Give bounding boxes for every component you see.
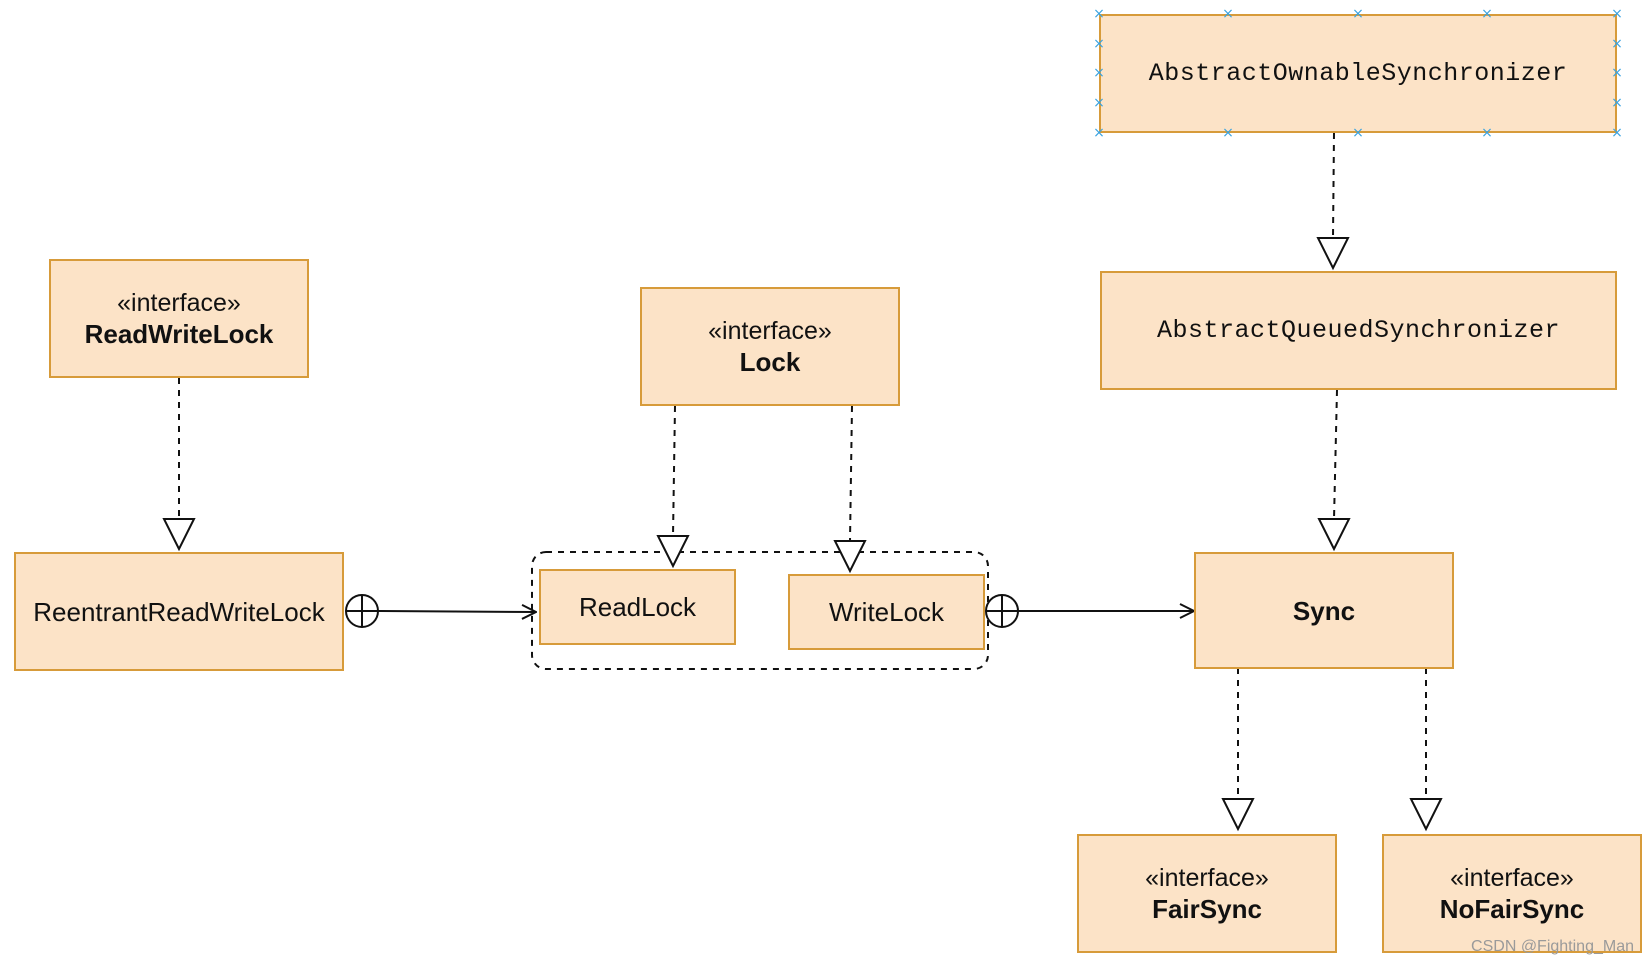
selection-handle-icon[interactable]: × — [1352, 6, 1364, 22]
nofairsync-name: NoFairSync — [1439, 893, 1585, 924]
edge-writelock-nests-sync — [985, 594, 1193, 628]
fairsync-stereotype: «interface» — [1145, 863, 1269, 892]
node-sync[interactable]: Sync — [1194, 552, 1454, 669]
selection-handle-icon[interactable]: × — [1611, 36, 1623, 52]
readwritelock-name: ReadWriteLock — [84, 318, 274, 349]
selection-handle-icon[interactable]: × — [1093, 65, 1105, 81]
node-nofairsync[interactable]: «interface» NoFairSync — [1382, 834, 1642, 953]
selection-handle-icon[interactable]: × — [1611, 6, 1623, 22]
lock-name: Lock — [739, 346, 801, 377]
selection-handle-icon[interactable]: × — [1611, 125, 1623, 141]
selection-handle-icon[interactable]: × — [1093, 6, 1105, 22]
selection-handle-icon[interactable]: × — [1093, 95, 1105, 111]
selection-handle-icon[interactable]: × — [1611, 95, 1623, 111]
node-reentrantreadwritelock[interactable]: ReentrantReadWriteLock — [14, 552, 344, 671]
edge-readlock-realizes-lock — [656, 405, 690, 569]
selection-handle-icon[interactable]: × — [1093, 125, 1105, 141]
node-readlock[interactable]: ReadLock — [539, 569, 736, 645]
node-writelock[interactable]: WriteLock — [788, 574, 985, 650]
writelock-name: WriteLock — [828, 597, 945, 627]
sync-name: Sync — [1292, 595, 1356, 626]
selection-handle-icon[interactable]: × — [1222, 125, 1234, 141]
node-fairsync[interactable]: «interface» FairSync — [1077, 834, 1337, 953]
reentrantreadwritelock-name: ReentrantReadWriteLock — [33, 596, 325, 627]
readlock-name: ReadLock — [578, 592, 697, 622]
readwritelock-stereotype: «interface» — [117, 288, 241, 317]
selection-handle-icon[interactable]: × — [1611, 65, 1623, 81]
abstractqueuedsynchronizer-name: AbstractQueuedSynchronizer — [1156, 315, 1561, 345]
edge-sync-realizes-aqs — [1317, 389, 1351, 552]
selection-handle-icon[interactable]: × — [1481, 125, 1493, 141]
node-lock[interactable]: «interface» Lock — [640, 287, 900, 406]
abstractownablesynchronizer-name: AbstractOwnableSynchronizer — [1148, 58, 1568, 88]
selection-handle-icon[interactable]: × — [1352, 125, 1364, 141]
lock-stereotype: «interface» — [708, 316, 832, 345]
selection-handle-icon[interactable]: × — [1093, 36, 1105, 52]
watermark: CSDN @Fighting_Man — [1471, 938, 1634, 955]
nofairsync-stereotype: «interface» — [1450, 863, 1574, 892]
selection-handle-icon[interactable]: × — [1481, 6, 1493, 22]
edge-fairsync-realizes-sync — [1221, 668, 1255, 832]
node-abstractqueuedsynchronizer[interactable]: AbstractQueuedSynchronizer — [1100, 271, 1617, 390]
edge-aqs-realizes-aos — [1316, 132, 1350, 271]
edge-rrwl-nests-locks — [345, 594, 535, 628]
node-abstractownablesynchronizer[interactable]: AbstractOwnableSynchronizer — [1099, 14, 1617, 133]
edge-nofairsync-realizes-sync — [1409, 668, 1443, 832]
fairsync-name: FairSync — [1152, 893, 1262, 924]
node-readwritelock[interactable]: «interface» ReadWriteLock — [49, 259, 309, 378]
edge-writelock-realizes-lock — [833, 405, 867, 574]
edge-rrwl-realizes-readwritelock — [162, 378, 196, 552]
selection-handle-icon[interactable]: × — [1222, 6, 1234, 22]
